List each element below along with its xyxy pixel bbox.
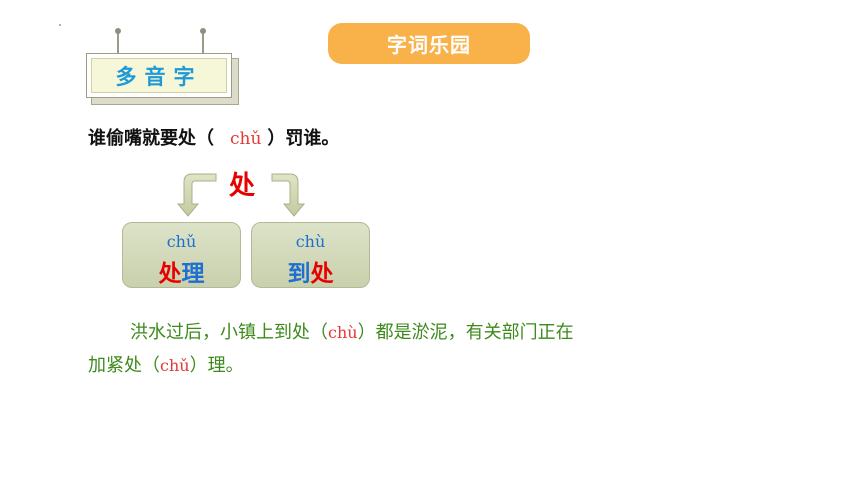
sentence-after: ）罚谁。 xyxy=(267,128,340,149)
section-title-banner: 字词乐园 xyxy=(328,23,530,64)
example-sentence: 谁偷嘴就要处（ chǔ ）罚谁。 xyxy=(88,124,339,150)
card-pinyin: chǔ xyxy=(166,232,197,251)
polyphonic-character: 处 xyxy=(229,171,256,201)
branch-arrows xyxy=(176,173,306,217)
sentence-before: 谁偷嘴就要处（ xyxy=(88,128,214,149)
word-card-chu4: chù 到处 xyxy=(251,222,370,288)
paragraph-pinyin-1: chù xyxy=(328,323,358,342)
card-char-highlight: 处 xyxy=(310,261,334,287)
sign-hook-left xyxy=(115,28,121,57)
card-char: 理 xyxy=(181,261,205,287)
sign-label: 多音字 xyxy=(91,58,227,93)
sentence-pinyin: chǔ xyxy=(230,129,262,149)
decorative-dot xyxy=(59,24,61,26)
paragraph-pinyin-2: chǔ xyxy=(160,356,190,375)
card-char-highlight: 处 xyxy=(158,261,182,287)
sign-hook-right xyxy=(200,28,206,57)
paragraph-text-1: 洪水过后，小镇上到处（ xyxy=(130,322,328,343)
card-word: 处理 xyxy=(123,254,240,288)
right-curved-arrow-icon xyxy=(271,173,306,217)
card-char: 到 xyxy=(287,261,311,287)
card-word: 到处 xyxy=(252,254,369,288)
hanging-sign: 多音字 xyxy=(86,53,232,98)
paragraph-text-3: ）理。 xyxy=(189,355,244,376)
example-paragraph: 洪水过后，小镇上到处（chù）都是淤泥，有关部门正在加紧处（chǔ）理。 xyxy=(88,316,588,382)
left-curved-arrow-icon xyxy=(176,173,217,217)
word-card-chu3: chǔ 处理 xyxy=(122,222,241,288)
paragraph-text-2: ）都是淤泥，有关部门正在加紧处（ xyxy=(88,322,574,376)
card-pinyin: chù xyxy=(295,232,326,251)
